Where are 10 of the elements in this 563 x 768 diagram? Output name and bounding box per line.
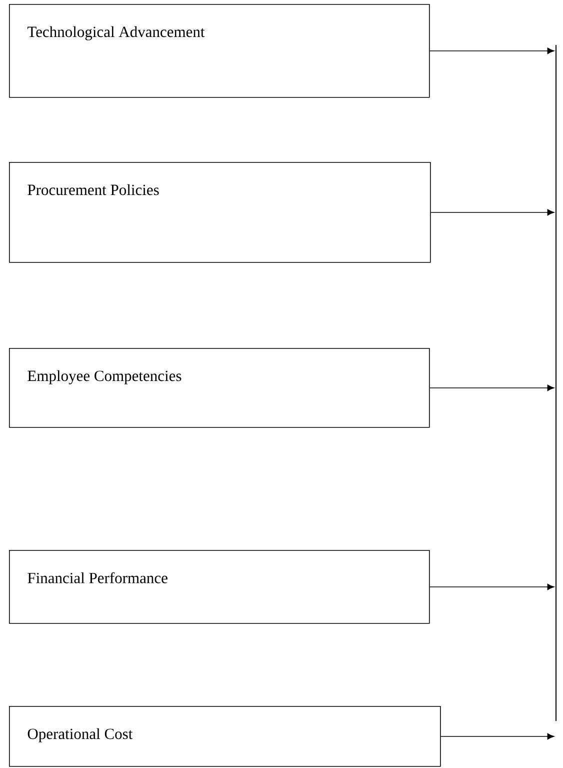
text-box: Technological Advancement <box>9 4 430 98</box>
arrow <box>429 48 554 54</box>
text-box: Procurement Policies <box>9 162 431 263</box>
arrow <box>440 733 554 740</box>
arrow <box>429 584 554 590</box>
arrow <box>430 209 554 216</box>
arrow <box>429 384 554 392</box>
text-box: Employee Competencies <box>9 348 430 428</box>
text-box: Financial Performance <box>9 550 430 624</box>
text-box: Operational Cost <box>9 706 441 767</box>
